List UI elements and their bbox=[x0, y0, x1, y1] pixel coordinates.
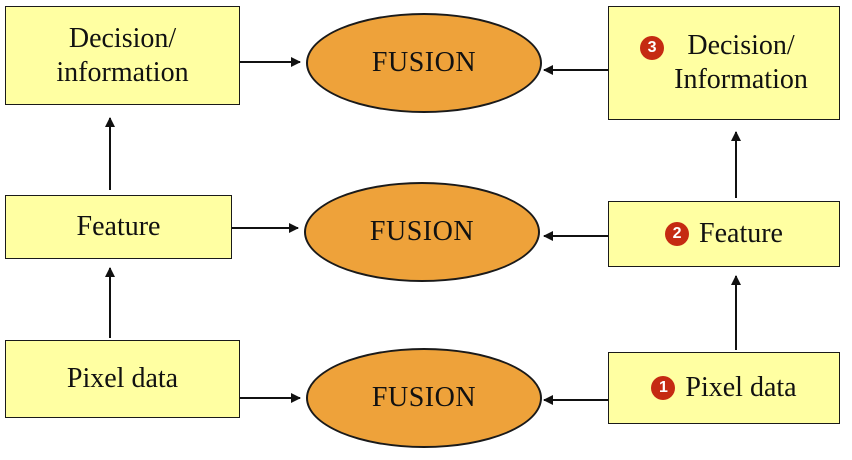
left-pixel-label: Pixel data bbox=[66, 363, 179, 394]
fusion-ellipse-top: FUSION bbox=[306, 13, 542, 113]
left-decision-line-1: Decision/ bbox=[68, 22, 177, 54]
fusion-bottom-label: FUSION bbox=[371, 382, 477, 413]
right-pixel-box: 1 Pixel data bbox=[608, 352, 840, 424]
left-feature-box: Feature bbox=[5, 195, 232, 259]
left-decision-line-2: information bbox=[56, 56, 189, 88]
fusion-top-label: FUSION bbox=[371, 47, 477, 78]
right-decision-box: 3 Decision/ Information bbox=[608, 6, 840, 120]
left-pixel-box: Pixel data bbox=[5, 340, 240, 418]
fusion-middle-label: FUSION bbox=[369, 216, 475, 247]
level-1-badge: 1 bbox=[651, 376, 676, 400]
fusion-ellipse-middle: FUSION bbox=[304, 182, 540, 282]
left-feature-label: Feature bbox=[76, 211, 161, 242]
right-feature-box: 2 Feature bbox=[608, 201, 840, 267]
level-3-badge: 3 bbox=[640, 36, 665, 60]
right-decision-line-1: Decision/ bbox=[687, 30, 795, 61]
right-pixel-label: Pixel data bbox=[685, 372, 797, 403]
fusion-ellipse-bottom: FUSION bbox=[306, 348, 542, 448]
right-decision-line-2: Information bbox=[674, 64, 808, 95]
right-decision-text: Decision/ Information bbox=[674, 29, 808, 97]
level-2-badge: 2 bbox=[665, 222, 690, 246]
left-decision-box: Decision/ information bbox=[5, 6, 240, 105]
right-feature-label: Feature bbox=[699, 218, 783, 249]
